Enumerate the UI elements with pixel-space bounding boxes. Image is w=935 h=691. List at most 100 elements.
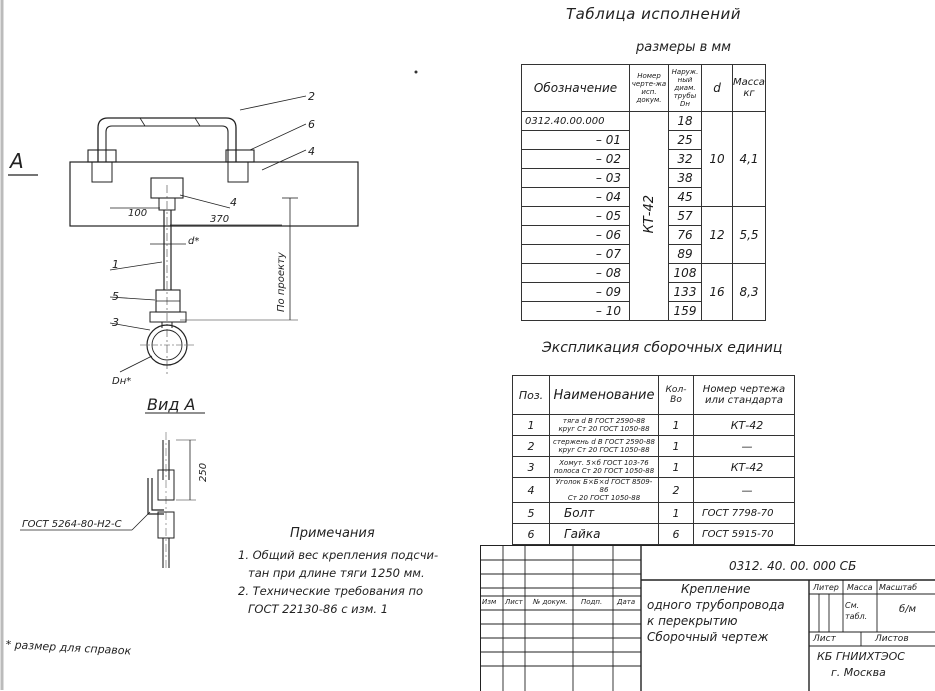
title-block-grid bbox=[481, 546, 935, 691]
sheets-label: Листов bbox=[875, 634, 909, 644]
cell-doc: КТ-42 bbox=[693, 456, 795, 478]
cell-dn: 159 bbox=[668, 301, 702, 321]
doc-code: 0312. 40. 00. 000 СБ bbox=[729, 559, 857, 573]
cell-dn: 45 bbox=[668, 187, 702, 207]
assembly-drawing: А 100 370 d bbox=[0, 0, 418, 690]
cell-pos: 5 bbox=[512, 502, 550, 524]
cell-designation: – 05 bbox=[521, 206, 630, 226]
variants-title: Таблица исполнений bbox=[566, 5, 742, 23]
title-line-3: к перекрытию bbox=[647, 614, 738, 628]
dim-d: d* bbox=[188, 236, 199, 247]
dim-dn: Dн* bbox=[112, 376, 131, 387]
cell-designation: 0312.40.00.000 bbox=[521, 111, 630, 131]
mass-value: См. табл. bbox=[845, 601, 868, 621]
table-row: – 10 159 bbox=[521, 301, 766, 321]
cell-dn: 32 bbox=[668, 149, 702, 169]
cell-d: 12 bbox=[701, 206, 733, 264]
col-name: Наименование bbox=[549, 375, 659, 415]
col-pipe-dia: Наруж. ный диам. трубы Dн bbox=[668, 64, 702, 112]
title-line-2: одного трубопровода bbox=[647, 598, 785, 612]
cell-designation: – 10 bbox=[521, 301, 630, 321]
cell-designation: – 08 bbox=[521, 263, 630, 283]
table-row: 0312.40.00.000 КТ-42 18 10 4,1 bbox=[521, 111, 766, 321]
cell-pos: 2 bbox=[512, 435, 550, 457]
cell-name: Гайка bbox=[549, 523, 659, 545]
rev-col-list: Лист bbox=[505, 598, 523, 606]
title-line-4: Сборочный чертеж bbox=[647, 630, 769, 644]
cell-dn: 57 bbox=[668, 206, 702, 226]
cell-designation: – 03 bbox=[521, 168, 630, 188]
cell-pos: 3 bbox=[512, 456, 550, 478]
rev-col-date: Дата bbox=[617, 598, 636, 606]
col-d: d bbox=[701, 64, 733, 112]
cell-doc: — bbox=[693, 477, 795, 503]
dims-note: размеры в мм bbox=[636, 40, 731, 55]
table-row: – 07 89 bbox=[521, 244, 766, 264]
cell-designation: – 06 bbox=[521, 225, 630, 245]
cell-dn: 89 bbox=[668, 244, 702, 264]
name-line: полоса Ст 20 ГОСТ 1050-88 bbox=[553, 467, 655, 475]
callout-5: 5 bbox=[112, 290, 119, 303]
col-mass: Масса кг bbox=[732, 64, 766, 112]
col-pos: Поз. bbox=[512, 375, 550, 415]
callout-2: 2 bbox=[308, 90, 315, 103]
name-line: тяга d В ГОСТ 2590-88 bbox=[562, 417, 646, 425]
org-line-1: КБ ГНИИХТЭОС bbox=[817, 650, 905, 663]
title-line-1: Крепление bbox=[681, 582, 751, 596]
notes-line-1: 1. Общий вес крепления подсчи- bbox=[238, 548, 439, 562]
callout-3: 3 bbox=[112, 316, 119, 329]
cell-qty: 6 bbox=[658, 523, 694, 545]
cell-doc: ГОСТ 7798-70 bbox=[693, 502, 795, 524]
name-line: Ст 20 ГОСТ 1050-88 bbox=[567, 494, 641, 502]
cell-dn: 38 bbox=[668, 168, 702, 188]
cell-qty: 1 bbox=[658, 414, 694, 436]
cell-mass: 5,5 bbox=[732, 206, 766, 264]
cell-pos: 4 bbox=[512, 477, 550, 503]
cell-qty: 1 bbox=[658, 502, 694, 524]
spec-table: Поз. Наименование Кол-Во Номер чертежа и… bbox=[512, 375, 795, 545]
cell-d: 16 bbox=[701, 263, 733, 321]
cell-pos: 1 bbox=[512, 414, 550, 436]
cell-dn: 18 bbox=[668, 111, 702, 131]
col-designation: Обозначение bbox=[521, 64, 630, 112]
cell-doc: КТ-42 bbox=[693, 414, 795, 436]
cell-dn: 76 bbox=[668, 225, 702, 245]
table-row: 5 Болт 1 ГОСТ 7798-70 bbox=[512, 502, 795, 524]
callout-1: 1 bbox=[112, 258, 119, 271]
col-doc: Номер чертежа или стандарта bbox=[693, 375, 795, 415]
rev-col-sign: Подп. bbox=[581, 598, 603, 606]
notes-line-4: ГОСТ 22130-86 с изм. 1 bbox=[248, 602, 389, 616]
cell-dn: 25 bbox=[668, 130, 702, 150]
cell-name: Болт bbox=[549, 502, 659, 524]
col-drawing-no: Номер черте-жа исп. докум. bbox=[629, 64, 669, 112]
sheet-label: Лист bbox=[813, 634, 836, 644]
cell-mass: 8,3 bbox=[732, 263, 766, 321]
cell-qty: 1 bbox=[658, 435, 694, 457]
view-a-label: Вид А bbox=[147, 395, 195, 414]
dim-250: 250 bbox=[198, 463, 209, 482]
spec-title: Экспликация сборочных единиц bbox=[542, 340, 783, 356]
weld-gost-ref: ГОСТ 5264-80-Н2-С bbox=[22, 519, 122, 530]
variants-header-row: Обозначение Номер черте-жа исп. докум. Н… bbox=[521, 64, 766, 112]
variants-table: Обозначение Номер черте-жа исп. докум. Н… bbox=[521, 64, 766, 321]
cell-doc: ГОСТ 5915-70 bbox=[693, 523, 795, 545]
col-qty: Кол-Во bbox=[658, 375, 694, 415]
cell-designation: – 04 bbox=[521, 187, 630, 207]
col-scale-label: Масштаб bbox=[879, 583, 918, 592]
name-line: круг Ст 20 ГОСТ 1050-88 bbox=[558, 446, 650, 454]
section-mark: А bbox=[8, 149, 24, 173]
cell-qty: 2 bbox=[658, 477, 694, 503]
assembly-drawing-no: КТ-42 bbox=[641, 195, 657, 234]
spec-header-row: Поз. Наименование Кол-Во Номер чертежа и… bbox=[512, 375, 795, 415]
name-line: Уголок Б×Б×d ГОСТ 8509-86 bbox=[555, 478, 653, 494]
callout-4-top: 4 bbox=[308, 145, 315, 158]
cell-designation: – 07 bbox=[521, 244, 630, 264]
